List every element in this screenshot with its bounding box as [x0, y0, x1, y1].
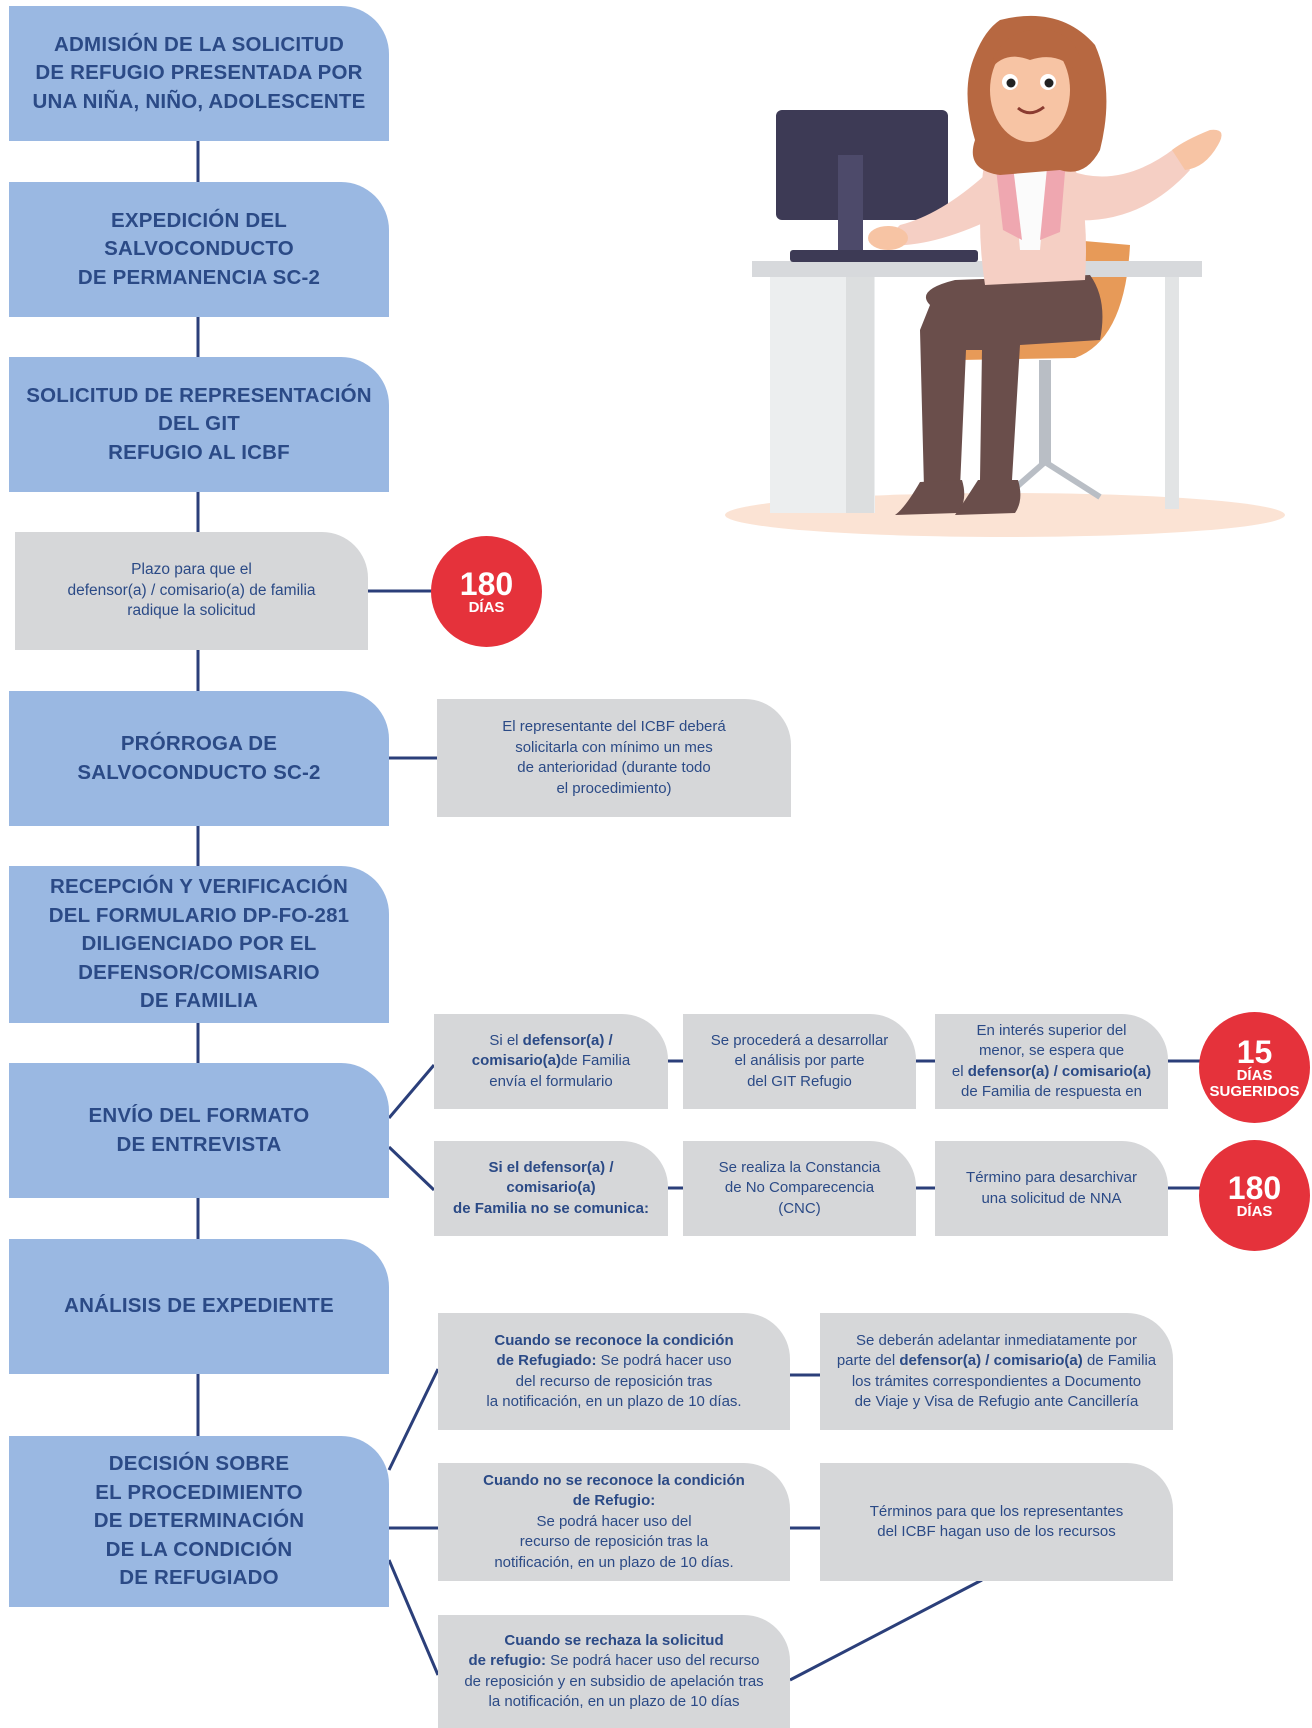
text: Se podrá hacer uso del recurso de reposi…: [494, 1512, 734, 1571]
text-bold: defensor(a) / comisario(a): [471, 1031, 613, 1070]
text: Se podrá hacer uso del recurso de reposi…: [464, 1652, 764, 1710]
badge-number: 180: [459, 565, 514, 602]
plazo-180-dias-nna-badge: 180 DÍAS: [1199, 1140, 1310, 1251]
step-prorroga-salvoconducto: PRÓRROGA DE SALVOCONDUCTO SC-2: [9, 691, 389, 826]
text: Se deberán adelantar inmediatamente por …: [836, 1331, 1137, 1370]
text-bold: defensor(a) / comisario(a): [899, 1352, 1083, 1369]
plazo-radicacion-box: Plazo para que el defensor(a) / comisari…: [15, 532, 368, 650]
text: de Familia de respuesta en: [961, 1083, 1142, 1100]
badge-number: 180: [1227, 1169, 1282, 1206]
step-envio-formato-entrevista: ENVÍO DEL FORMATO DE ENTREVISTA: [9, 1063, 389, 1198]
envio-formulario-box: Si el defensor(a) / comisario(a)de Famil…: [434, 1014, 668, 1109]
text-bold: Cuando no se reconoce la condición de Re…: [483, 1471, 745, 1510]
text: En interés superior del menor, se espera…: [951, 1021, 1127, 1080]
text: Se podrá hacer uso del recurso de reposi…: [486, 1352, 742, 1410]
text: Si el: [489, 1031, 523, 1049]
text: de Familia envía el formulario: [489, 1052, 631, 1090]
text-bold: Cuando se rechaza la solicitud de refugi…: [468, 1631, 724, 1670]
step-decision-procedimiento: DECISIÓN SOBRE EL PROCEDIMIENTO DE DETER…: [9, 1436, 389, 1607]
rechaza-solicitud-box: Cuando se rechaza la solicitud de refugi…: [438, 1615, 790, 1728]
text: de Familia los trámites correspondientes…: [851, 1352, 1157, 1410]
badge-number: 15: [1236, 1033, 1273, 1070]
analisis-git-box: Se procederá a desarrollar el análisis p…: [683, 1014, 916, 1109]
respuesta-defensor-box: En interés superior del menor, se espera…: [935, 1014, 1168, 1109]
tramites-cancilleria-box: Se deberán adelantar inmediatamente por …: [820, 1313, 1173, 1430]
badge-unit: DÍAS: [468, 598, 505, 616]
badge-unit: DÍAS: [1236, 1202, 1273, 1220]
reconoce-condicion-box: Cuando se reconoce la condición de Refug…: [438, 1313, 790, 1430]
prorroga-note-box: El representante del ICBF deberá solicit…: [437, 699, 791, 817]
terminos-recursos-box: Términos para que los representantes del…: [820, 1463, 1173, 1581]
badge-unit: DÍAS SUGERIDOS: [1209, 1066, 1300, 1100]
step-expedicion-salvoconducto: EXPEDICIÓN DEL SALVOCONDUCTO DE PERMANEN…: [9, 182, 389, 317]
step-solicitud-representacion: SOLICITUD DE REPRESENTACIÓN DEL GIT REFU…: [9, 357, 389, 492]
termino-desarchivar-box: Término para desarchivar una solicitud d…: [935, 1141, 1168, 1236]
text-bold: Cuando se reconoce la condición de Refug…: [494, 1331, 734, 1370]
no-comunica-box: Si el defensor(a) / comisario(a) de Fami…: [434, 1141, 668, 1236]
plazo-15-dias-badge: 15 DÍAS SUGERIDOS: [1199, 1012, 1310, 1123]
no-reconoce-condicion-box: Cuando no se reconoce la condición de Re…: [438, 1463, 790, 1581]
text-bold: Si el defensor(a) / comisario(a) de Fami…: [453, 1158, 649, 1217]
step-admision: ADMISIÓN DE LA SOLICITUD DE REFUGIO PRES…: [9, 6, 389, 141]
plazo-180-dias-badge: 180 DÍAS: [431, 536, 542, 647]
step-recepcion-formulario: RECEPCIÓN Y VERIFICACIÓN DEL FORMULARIO …: [9, 866, 389, 1023]
text-bold: defensor(a) / comisario(a): [967, 1062, 1152, 1080]
constancia-no-comparecencia-box: Se realiza la Constancia de No Comparece…: [683, 1141, 916, 1236]
step-analisis-expediente: ANÁLISIS DE EXPEDIENTE: [9, 1239, 389, 1374]
